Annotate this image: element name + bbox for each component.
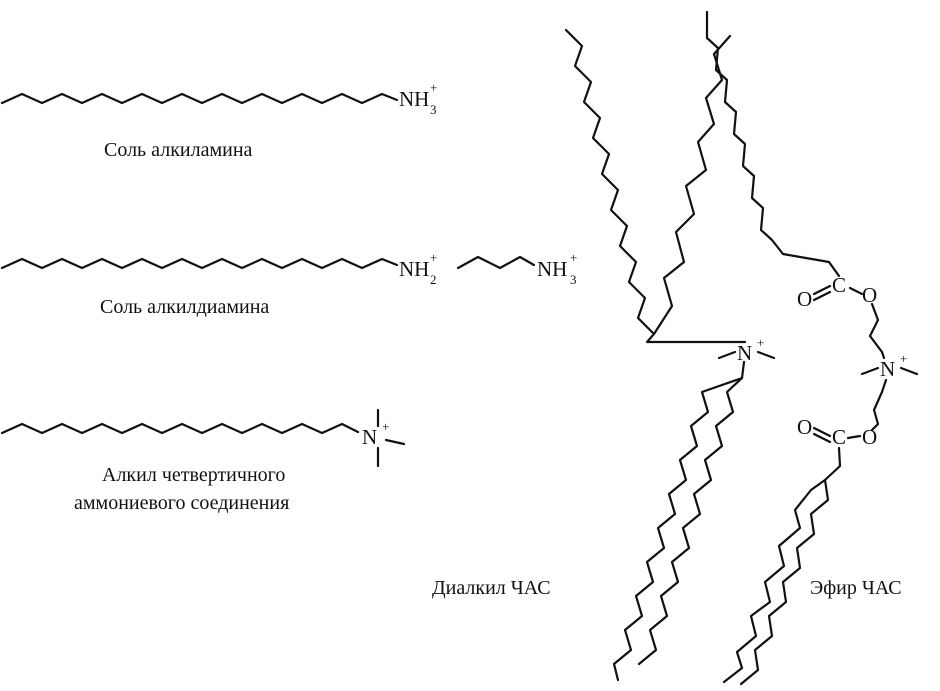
dialkyl-upper-chain	[564, 28, 747, 344]
ester-lower-o-bond	[846, 434, 862, 440]
dialkyl-quat: N + Диалкил ЧАС	[432, 28, 776, 682]
ester-upper-carbonyl-o: O	[797, 287, 812, 311]
caption-alkylamine: Соль алкиламина	[104, 139, 253, 161]
alkyldiamine-salt: NH 2 + NH 3 + Соль алкилдиамина	[0, 250, 577, 318]
dialkyl-lower-chain-2	[612, 376, 744, 682]
caption-quat-line2: аммониевого соединения	[74, 492, 289, 514]
ester-head-charge: +	[900, 351, 907, 366]
dialkyl-methyl-right	[756, 350, 776, 360]
dialkyl-lower-chain	[637, 360, 746, 666]
quat-head-charge: +	[382, 419, 389, 434]
alkylamine-chain	[0, 92, 399, 105]
amine-head-nh: NH	[399, 87, 429, 111]
ester-quat: C O O N + O C O Эфир ЧАС	[705, 10, 919, 686]
diamine-head-sub1: 2	[430, 272, 437, 287]
amine-head-charge: +	[430, 80, 437, 95]
alkylamine-salt: NH 3 + Соль алкиламина	[0, 80, 437, 161]
ester-upper-carbon: C	[832, 273, 846, 297]
caption-dialkyl: Диалкил ЧАС	[432, 577, 551, 599]
dialkyl-head-charge: +	[757, 335, 764, 350]
caption-quat-line1: Алкил четвертичного	[102, 464, 285, 486]
dialkyl-methyl-left	[717, 350, 737, 360]
diamine-head-nh2: NH	[399, 257, 429, 281]
quat-methyl-right	[384, 438, 406, 446]
ester-head-n: N	[880, 357, 895, 381]
ester-lower-linker	[870, 378, 888, 432]
amine-head-sub: 3	[430, 102, 437, 117]
ester-lower-carbonyl-2	[812, 432, 832, 444]
dialkyl-head-n: N	[737, 341, 752, 365]
ester-upper-carbonyl-2	[812, 290, 832, 302]
alkyl-quat: N + Алкил четвертичного аммониевого соед…	[0, 408, 406, 514]
ester-lower-carbonyl-o: O	[797, 415, 812, 439]
diamine-head-charge1: +	[430, 250, 437, 265]
diamine-head-sub2: 3	[570, 272, 577, 287]
caption-ester-quat: Эфир ЧАС	[810, 577, 902, 599]
ester-lower-ether-o: O	[862, 425, 877, 449]
ester-methyl-left	[860, 366, 880, 376]
ester-upper-ether-o: O	[862, 283, 877, 307]
ester-upper-chain	[705, 10, 841, 278]
ester-upper-o-bond	[848, 286, 864, 296]
ester-lower-chain-2	[722, 478, 827, 684]
ester-lower-carbon: C	[832, 425, 846, 449]
diamine-head-nh3: NH	[537, 257, 567, 281]
dialkyl-upper-chain-tail	[652, 34, 732, 336]
quat-chain	[0, 422, 360, 435]
diamine-propyl-linker	[456, 255, 536, 270]
ester-methyl-right	[899, 366, 919, 376]
ester-lower-carbonyl-1	[812, 426, 832, 438]
ester-upper-carbonyl-1	[812, 284, 832, 296]
quat-head-n: N	[362, 425, 377, 449]
caption-alkyldiamine: Соль алкилдиамина	[100, 296, 269, 318]
ester-upper-linker	[868, 302, 886, 360]
ester-lower-chain	[739, 446, 842, 686]
alkyldiamine-chain	[0, 257, 399, 270]
diamine-head-charge2: +	[570, 250, 577, 265]
